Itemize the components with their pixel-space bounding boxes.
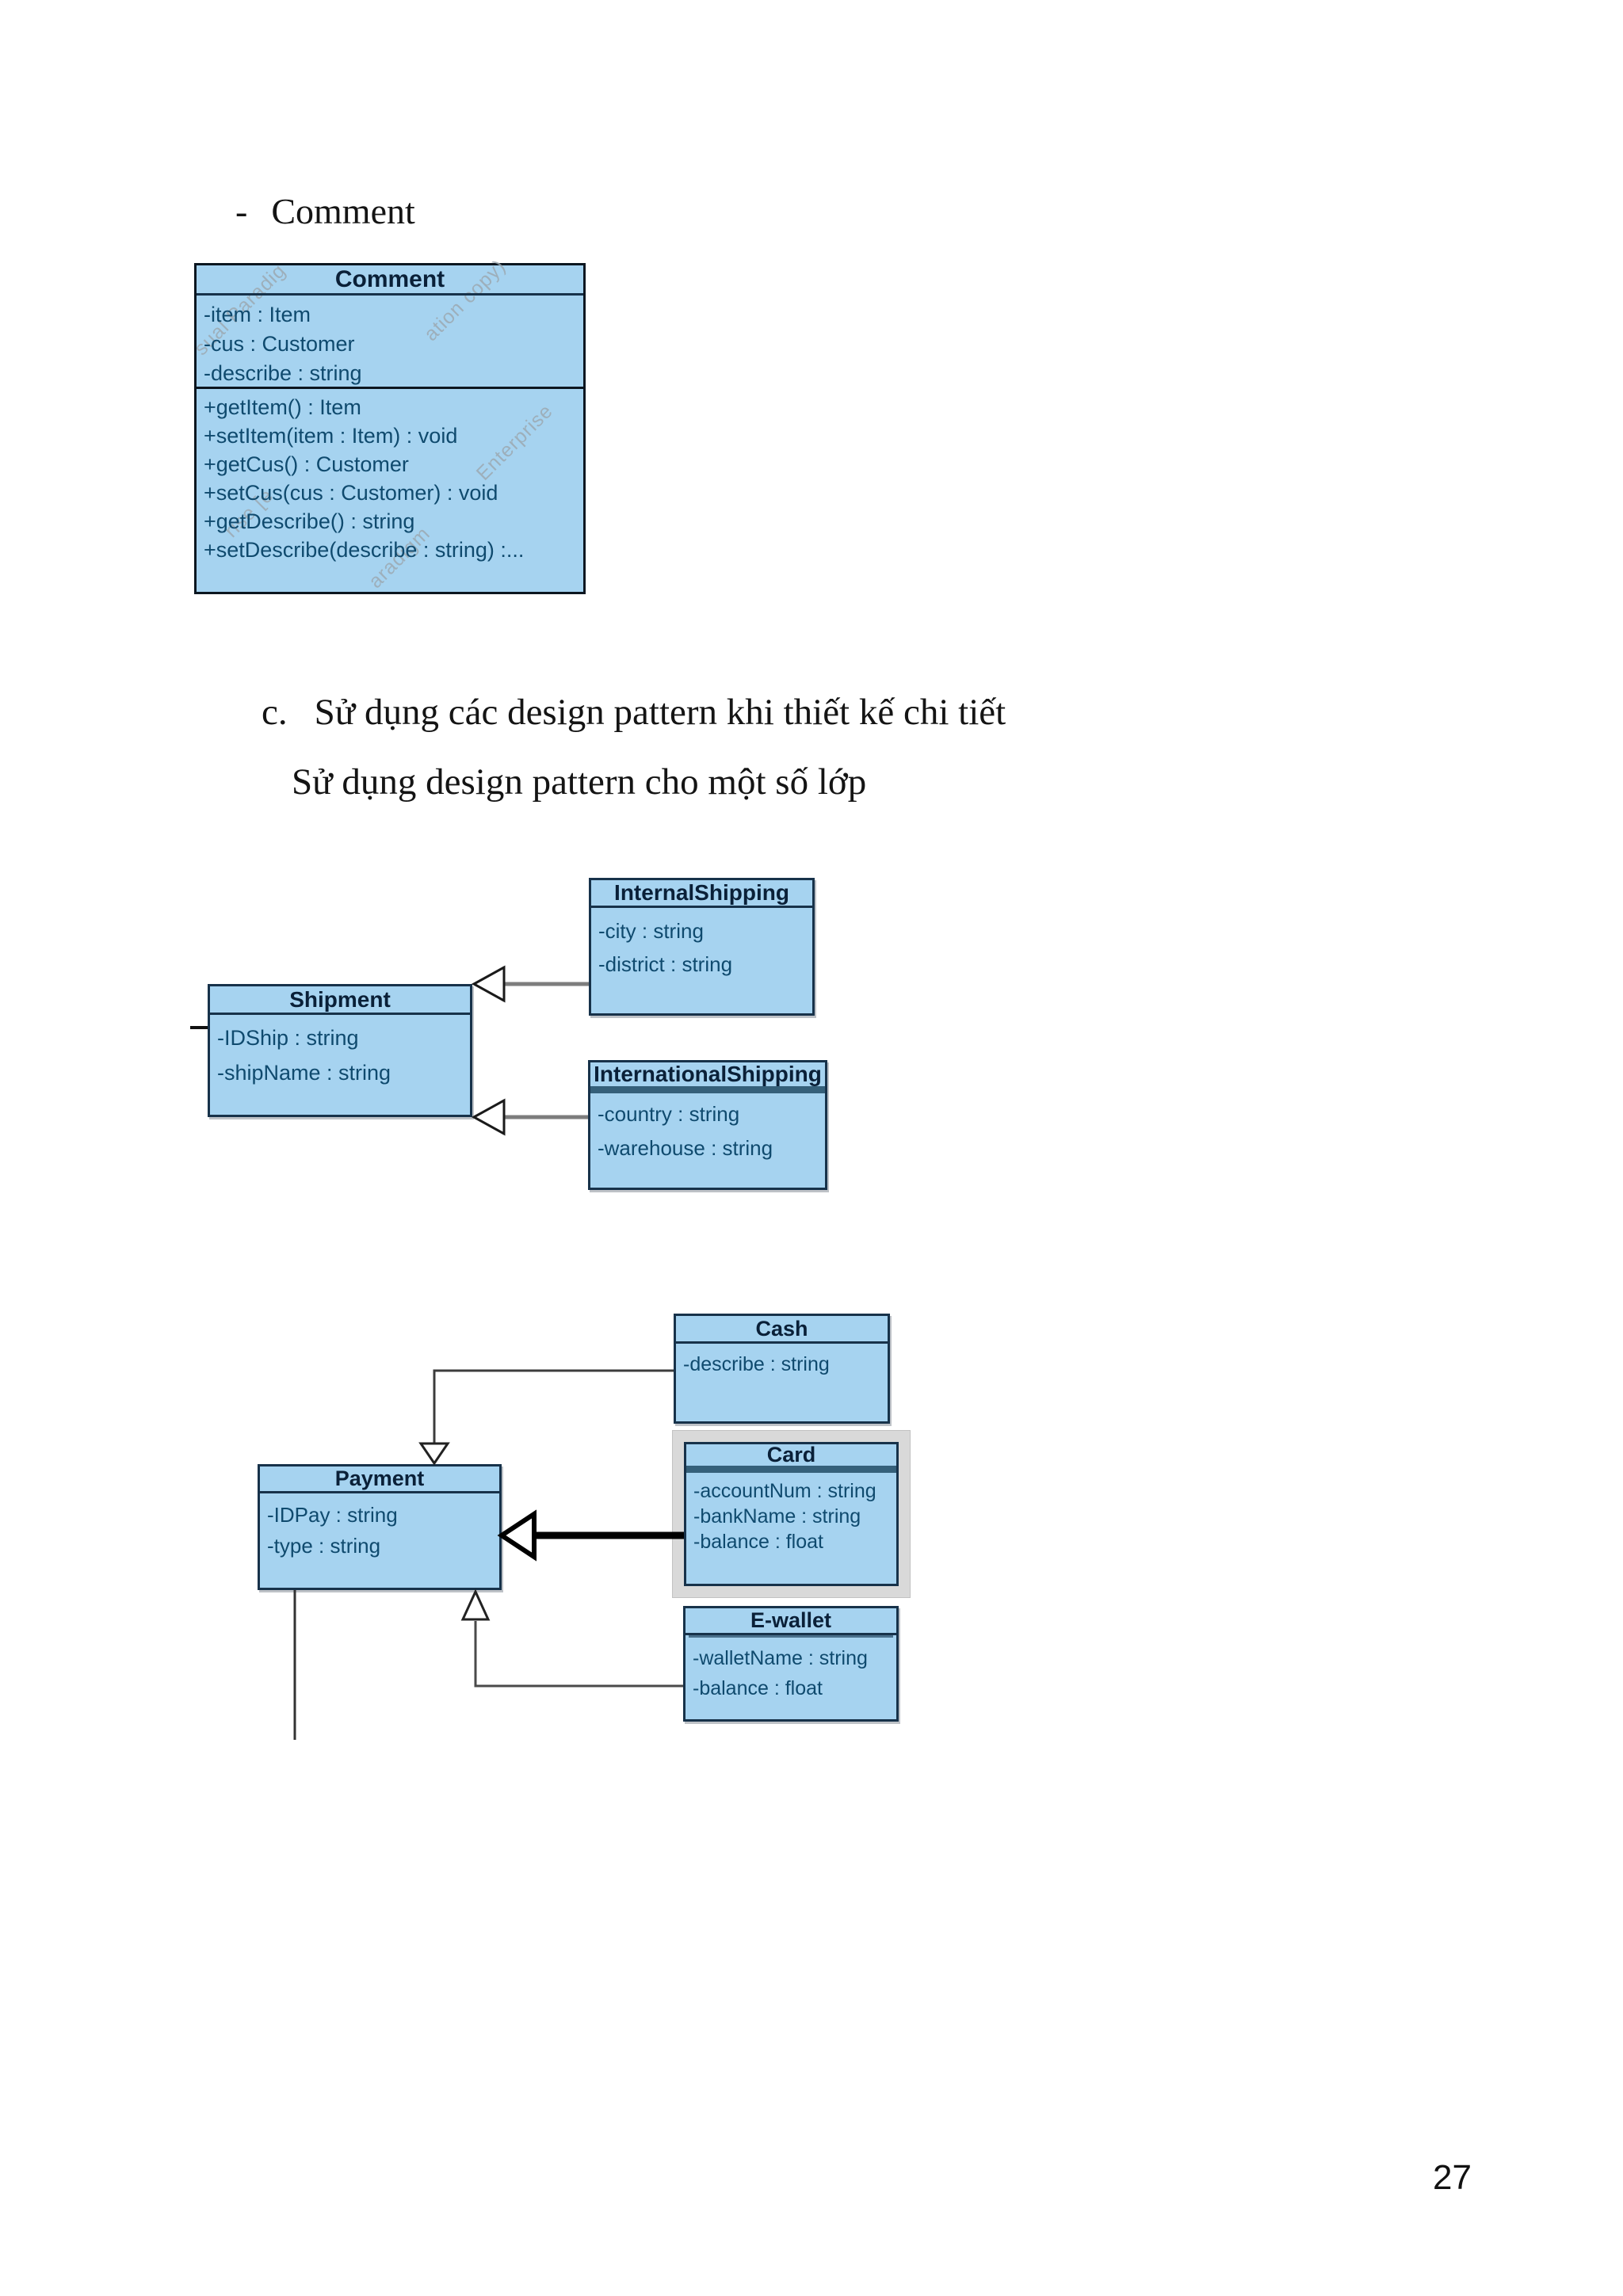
uml-class-ewallet: E-wallet -walletName : string -balance :… [683, 1606, 899, 1722]
uml-attribute: -balance : float [693, 1677, 823, 1699]
uml-class-cash-attributes: -describe : string [676, 1344, 888, 1378]
uml-attribute: -bankName : string [693, 1505, 861, 1527]
uml-class-payment-attributes: -IDPay : string -type : string [260, 1493, 499, 1562]
heading-dash: - [235, 191, 248, 231]
inheritance-triangle-card [497, 1509, 537, 1562]
section-marker: c. [262, 692, 288, 733]
generalization-line-cash-payment [433, 1369, 674, 1445]
uml-attribute: -item : Item [204, 303, 311, 326]
uml-attribute: -warehouse : string [598, 1136, 773, 1160]
uml-attribute: -city : string [598, 919, 704, 943]
uml-class-international-shipping-attributes: -country : string -warehouse : string [590, 1093, 825, 1165]
uml-class-payment-title: Payment [260, 1466, 499, 1493]
uml-attribute: -describe : string [683, 1353, 830, 1375]
uml-class-international-shipping: InternationalShipping -country : string … [588, 1060, 827, 1190]
uml-class-ewallet-title: E-wallet [685, 1608, 896, 1635]
uml-attribute: -country : string [598, 1102, 740, 1126]
uml-class-shipment: Shipment -IDShip : string -shipName : st… [208, 984, 472, 1117]
uml-attribute: -type : string [267, 1534, 381, 1558]
uml-class-comment-methods: +getItem() : Item +setItem(item : Item) … [197, 387, 583, 564]
uml-class-ewallet-attributes: -walletName : string -balance : float [685, 1635, 896, 1703]
uml-class-payment: Payment -IDPay : string -type : string [258, 1464, 502, 1590]
inheritance-triangle-internationalshipping [471, 1098, 506, 1136]
uml-class-card: Card -accountNum : string -bankName : st… [684, 1442, 899, 1586]
uml-class-comment-title: Comment [197, 265, 583, 296]
uml-class-shipment-attributes: -IDShip : string -shipName : string [210, 1015, 470, 1090]
uml-method: +setCus(cus : Customer) : void [204, 481, 498, 505]
uml-class-shipment-title: Shipment [210, 986, 470, 1015]
comment-heading: - Comment [235, 190, 415, 232]
uml-attribute: -balance : float [693, 1531, 823, 1553]
section-subheading: Sử dụng design pattern cho một số lớp [292, 761, 867, 803]
section-title: Sử dụng các design pattern khi thiết kế … [314, 692, 1006, 733]
section-heading: c. Sử dụng các design pattern khi thiết … [262, 691, 1006, 734]
uml-attribute: -accountNum : string [693, 1480, 876, 1502]
page-number: 27 [1433, 2158, 1472, 2197]
generalization-line-ewallet-payment [474, 1621, 683, 1688]
uml-method: +setItem(item : Item) : void [204, 424, 458, 448]
uml-class-card-attributes: -accountNum : string -bankName : string … [686, 1473, 896, 1554]
inheritance-triangle-ewallet [460, 1589, 491, 1621]
uml-attribute: -IDPay : string [267, 1503, 398, 1527]
inheritance-triangle-internalshipping [471, 965, 506, 1003]
uml-attribute: -IDShip : string [217, 1026, 359, 1050]
heading-label: Comment [271, 191, 415, 231]
uml-class-internal-shipping-attributes: -city : string -district : string [591, 908, 812, 981]
uml-class-cash-title: Cash [676, 1316, 888, 1344]
inheritance-triangle-cash [418, 1442, 450, 1466]
uml-class-card-title: Card [686, 1444, 896, 1473]
uml-method: +getDescribe() : string [204, 509, 415, 533]
uml-attribute: -cus : Customer [204, 332, 355, 356]
uml-attribute: -walletName : string [693, 1647, 868, 1669]
uml-class-international-shipping-title: InternationalShipping [590, 1062, 825, 1093]
uml-class-cash: Cash -describe : string [674, 1314, 890, 1424]
uml-attribute: -describe : string [204, 361, 362, 385]
uml-class-comment-attributes: -item : Item -cus : Customer -describe :… [197, 296, 583, 387]
uml-attribute: -district : string [598, 952, 733, 976]
uml-class-internal-shipping: InternalShipping -city : string -distric… [589, 878, 815, 1016]
uml-class-internal-shipping-title: InternalShipping [591, 880, 812, 908]
uml-method: +setDescribe(describe : string) :... [204, 538, 525, 562]
uml-method: +getCus() : Customer [204, 452, 409, 476]
uml-class-comment: Comment -item : Item -cus : Customer -de… [194, 263, 586, 594]
uml-method: +getItem() : Item [204, 395, 361, 419]
uml-attribute: -shipName : string [217, 1061, 391, 1085]
